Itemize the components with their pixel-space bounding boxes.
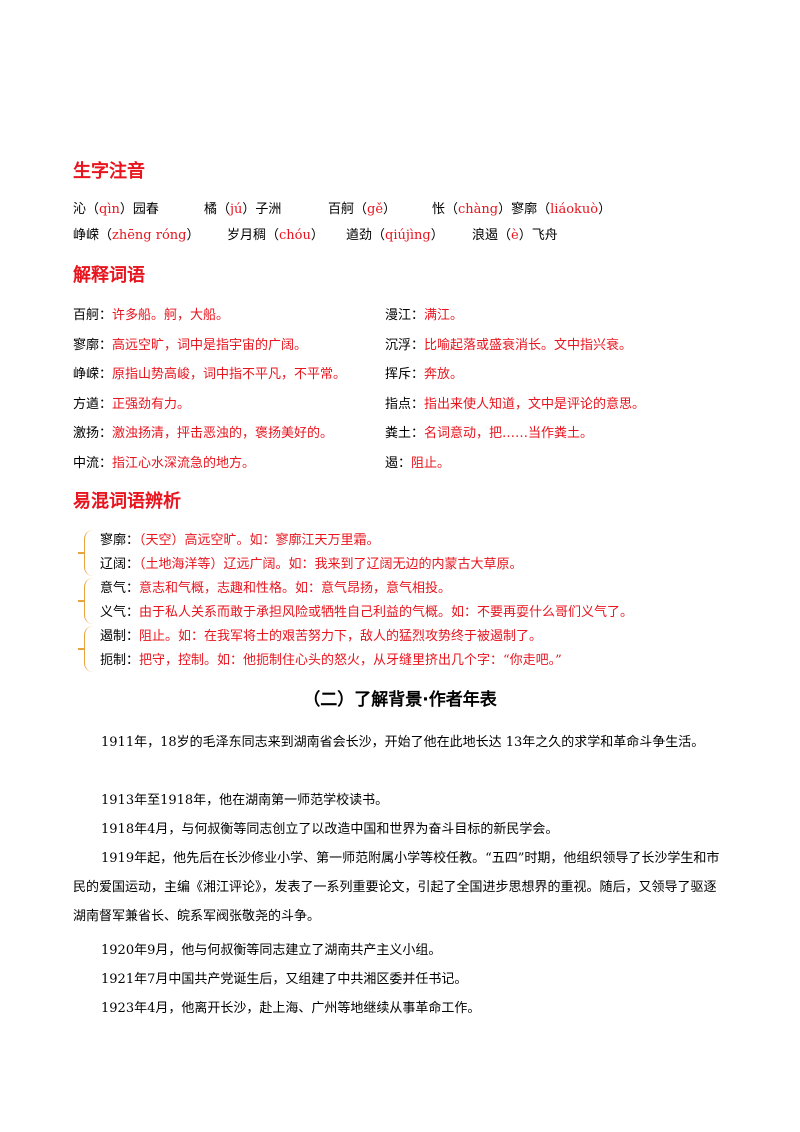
confusable-item: 义气：由于私人关系而敢于承担风险或牺牲自己利益的气概。如：不要再耍什么哥们义气了… bbox=[100, 605, 634, 620]
pinyin-item: 沁（qìn）园春 bbox=[73, 202, 159, 217]
timeline-paragraph: 1921年7月中国共产党诞生后，又组建了中共湘区委并任书记。 bbox=[101, 972, 468, 987]
confusables-section-title: 易混词语辨析 bbox=[73, 491, 181, 512]
pair-bracket-tip bbox=[78, 552, 85, 554]
pinyin-item: 浪遏（è）飞舟 bbox=[472, 228, 558, 243]
definition-item: 峥嵘：原指山势高峻，词中指不平凡，不平常。 bbox=[73, 367, 347, 382]
background-section-title: （二）了解背景·作者年表 bbox=[303, 690, 497, 710]
pair-bracket bbox=[84, 626, 94, 672]
definition-item: 遏：阻止。 bbox=[385, 456, 451, 471]
confusable-item: 扼制：把守，控制。如：他扼制住心头的怒火，从牙缝里挤出几个字：“你走吧。” bbox=[100, 653, 562, 668]
pair-bracket bbox=[84, 530, 94, 576]
pinyin-item: 岁月稠（chóu） bbox=[227, 228, 324, 243]
definition-item: 方遒：正强劲有力。 bbox=[73, 397, 191, 412]
definition-item: 粪土：名词意动，把……当作粪土。 bbox=[385, 426, 594, 441]
confusable-item: 辽阔：（土地海洋等）辽远广阔。如：我来到了辽阔无边的内蒙古大草原。 bbox=[100, 557, 523, 572]
confusable-item: 遏制：阻止。如：在我军将士的艰苦努力下，敌人的猛烈攻势终于被遏制了。 bbox=[100, 629, 543, 644]
pinyin-item: 峥嵘（zhēng róng） bbox=[73, 228, 200, 243]
timeline-paragraph: 1923年4月，他离开长沙，赴上海、广州等地继续从事革命工作。 bbox=[101, 1001, 481, 1016]
pair-bracket-tip bbox=[78, 648, 85, 650]
definition-item: 激扬：激浊扬清，抨击恶浊的，褒扬美好的。 bbox=[73, 426, 334, 441]
pinyin-item: 怅（chàng）寥廓（liáokuò） bbox=[432, 202, 612, 217]
confusable-item: 寥廓：（天空）高远空旷。如：寥廓江天万里霜。 bbox=[100, 533, 380, 548]
definition-item: 沉浮：比喻起落或盛衰消长。文中指兴衰。 bbox=[385, 338, 633, 353]
definition-item: 寥廓：高远空旷，词中是指宇宙的广阔。 bbox=[73, 338, 308, 353]
timeline-paragraph: 1913年至1918年，他在湖南第一师范学校读书。 bbox=[101, 793, 389, 808]
definition-item: 漫江：满江。 bbox=[385, 308, 464, 323]
pair-bracket-tip bbox=[78, 600, 85, 602]
timeline-paragraph: 1911年，18岁的毛泽东同志来到湖南省会长沙，开始了他在此地长达 13年之久的… bbox=[101, 735, 705, 750]
pair-bracket bbox=[84, 578, 94, 624]
definition-item: 挥斥：奔放。 bbox=[385, 367, 464, 382]
definitions-section-title: 解释词语 bbox=[73, 265, 145, 286]
timeline-paragraph: 1919年起，他先后在长沙修业小学、第一师范附属小学等校任教。“五四”时期，他组… bbox=[73, 851, 720, 924]
definition-item: 指点：指出来使人知道，文中是评论的意思。 bbox=[385, 397, 646, 412]
confusable-item: 意气：意志和气概，志趣和性格。如：意气昂扬，意气相投。 bbox=[100, 581, 452, 596]
timeline-paragraph: 1920年9月，他与何叔衡等同志建立了湖南共产主义小组。 bbox=[101, 943, 442, 958]
definition-item: 百舸：许多船。舸，大船。 bbox=[73, 308, 230, 323]
pinyin-item: 橘（jú）子洲 bbox=[204, 202, 282, 217]
pinyin-item: 遒劲（qiújìng） bbox=[346, 228, 444, 243]
pinyin-section-title: 生字注音 bbox=[73, 161, 145, 182]
pinyin-item: 百舸（gě） bbox=[328, 202, 397, 217]
definition-item: 中流：指江心水深流急的地方。 bbox=[73, 456, 256, 471]
timeline-paragraph: 1918年4月，与何叔衡等同志创立了以改造中国和世界为奋斗目标的新民学会。 bbox=[101, 822, 559, 837]
